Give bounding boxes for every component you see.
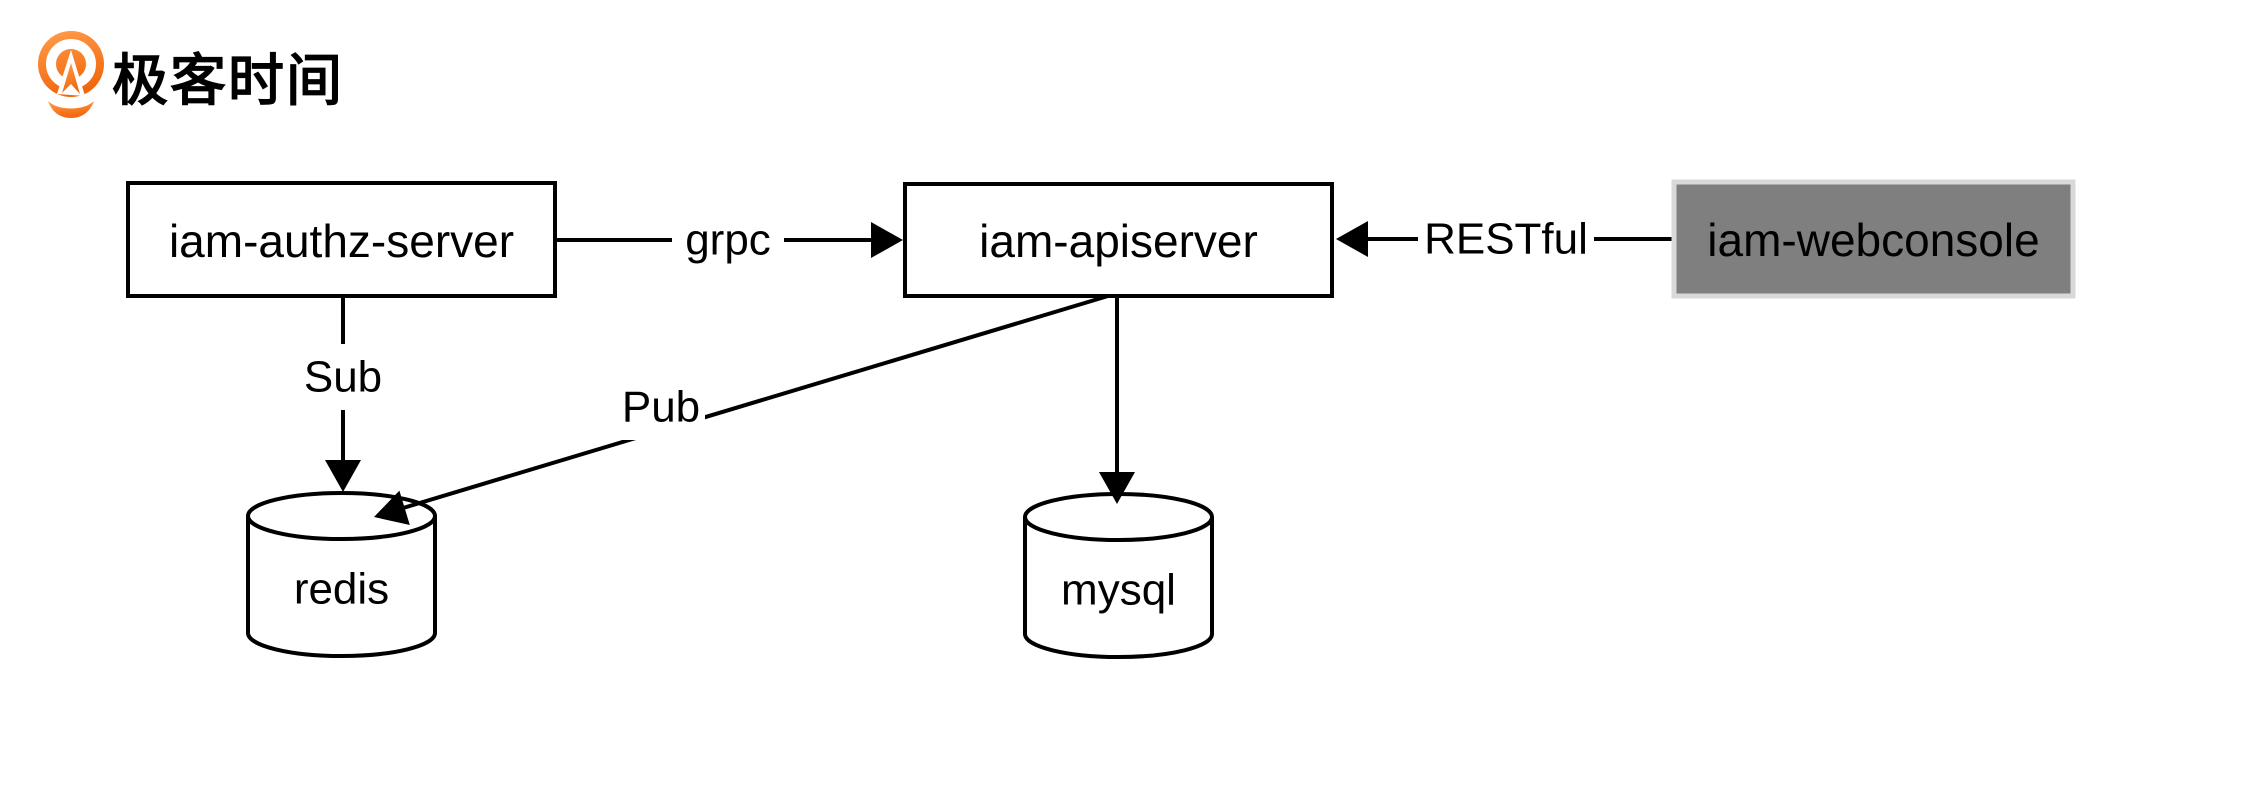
iam-apiserver-label: iam-apiserver [979, 215, 1258, 267]
edge-pub-label-bg [617, 374, 705, 440]
edge-grpc-label: grpc [685, 216, 771, 265]
edge-sub-label: Sub [304, 353, 382, 402]
edge-pub: Pub [374, 294, 1109, 525]
edge-sub-arrowhead [325, 460, 361, 492]
pin-arrow [62, 63, 80, 94]
edge-sub: Sub [301, 296, 385, 492]
node-iam-webconsole: iam-webconsole [1671, 179, 2076, 299]
edge-sub-label-bg [301, 344, 385, 410]
iam-webconsole-label: iam-webconsole [1707, 214, 2039, 266]
node-iam-apiserver: iam-apiserver [903, 182, 1334, 298]
edge-restful: RESTful [1336, 206, 1674, 272]
mysql-label: mysql [1061, 566, 1176, 615]
iam-authz-server-box [126, 181, 557, 298]
edge-pub-line [402, 294, 1109, 510]
edge-grpc-label-bg [672, 206, 784, 272]
geektime-pin-icon [38, 31, 104, 118]
edge-restful-label: RESTful [1424, 215, 1588, 264]
edge-restful-arrowhead [1336, 221, 1368, 257]
node-iam-authz-server: iam-authz-server [126, 181, 557, 298]
edge-grpc: grpc [555, 206, 903, 272]
pin-base-crescent [48, 101, 94, 118]
edge-store-arrowhead [1099, 472, 1135, 504]
edge-pub-label: Pub [622, 383, 700, 432]
edge-grpc-arrowhead [871, 222, 903, 258]
cylinder-mysql: mysql [1023, 492, 1214, 659]
geektime-logo: 极客时间 [38, 31, 344, 118]
iam-webconsole-box [1671, 179, 2076, 299]
redis-label: redis [294, 565, 389, 614]
mysql-body [1023, 517, 1214, 659]
redis-body [246, 516, 437, 658]
edge-pub-arrowhead [374, 490, 410, 525]
edge-store [1099, 296, 1135, 504]
iam-authz-server-label: iam-authz-server [169, 215, 514, 267]
edge-restful-label-bg [1418, 206, 1594, 272]
iam-apiserver-box [903, 182, 1334, 298]
brand-text: 极客时间 [112, 49, 344, 112]
